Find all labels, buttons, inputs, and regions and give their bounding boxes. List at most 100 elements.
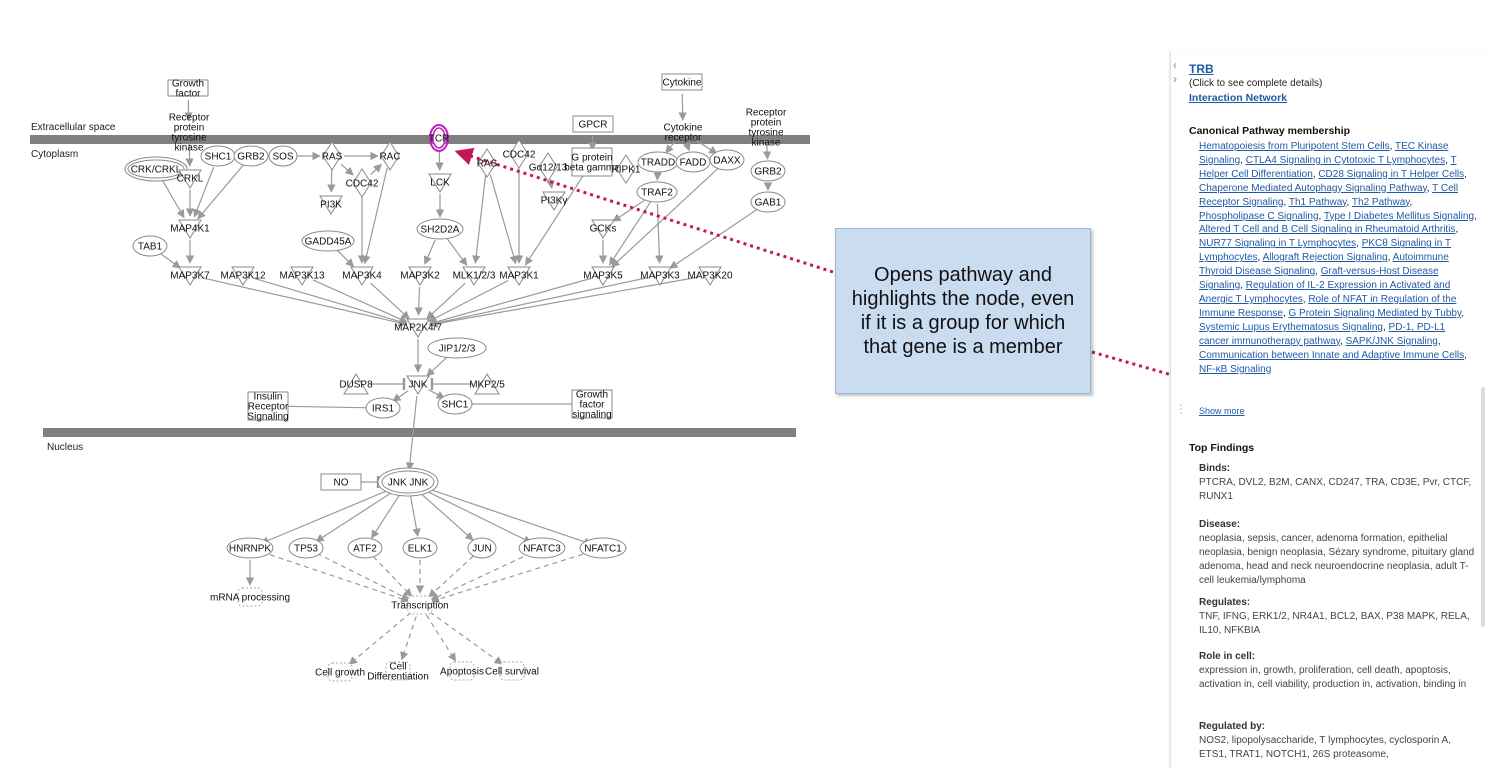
- pathway-link[interactable]: Chaperone Mediated Autophagy Signaling P…: [1199, 182, 1427, 194]
- node-map3k7[interactable]: MAP3K7: [170, 266, 210, 286]
- pathway-link[interactable]: Altered T Cell and B Cell Signaling in R…: [1199, 224, 1456, 236]
- pathway-link[interactable]: CTLA4 Signaling in Cytotoxic T Lymphocyt…: [1245, 154, 1446, 166]
- node-tradd[interactable]: TRADD: [637, 151, 679, 173]
- node-map3k13[interactable]: MAP3K13: [279, 266, 325, 286]
- node-nfatc3[interactable]: NFATC3: [518, 537, 566, 559]
- show-more-link[interactable]: Show more: [1199, 406, 1245, 416]
- node-gadd45a[interactable]: GADD45A: [301, 230, 355, 252]
- node-fadd[interactable]: FADD: [675, 151, 711, 173]
- node-jip123[interactable]: JIP1/2/3: [427, 337, 487, 359]
- node-pi3kg[interactable]: PI3Kγ: [541, 191, 568, 211]
- pathway-link[interactable]: Autoimmune Thyroid Disease Signaling: [1199, 252, 1449, 278]
- pathway-link[interactable]: Allograft Rejection Signaling: [1262, 252, 1388, 264]
- node-shc1b[interactable]: SHC1: [437, 393, 473, 415]
- node-cdc42b[interactable]: CDC42: [503, 139, 536, 169]
- pathway-link[interactable]: Systemic Lupus Erythematosus Signaling: [1199, 321, 1383, 333]
- node-ripk1[interactable]: RIPK1: [612, 154, 641, 184]
- pathway-link[interactable]: Graft-versus-Host Disease Signaling: [1199, 266, 1439, 292]
- node-irs1[interactable]: IRS1: [365, 397, 401, 419]
- node-map3k12[interactable]: MAP3K12: [220, 266, 266, 286]
- node-gab1[interactable]: GAB1: [750, 191, 786, 213]
- pathway-link[interactable]: Type I Diabetes Mellitus Signaling: [1323, 210, 1474, 222]
- node-map3k20[interactable]: MAP3K20: [687, 266, 733, 286]
- node-rac1[interactable]: RAC: [379, 141, 401, 171]
- node-grb2b[interactable]: GRB2: [750, 160, 786, 182]
- node-lck[interactable]: LCK: [428, 173, 452, 193]
- node-jnk[interactable]: JNK: [406, 375, 430, 395]
- node-tcr[interactable]: TCR: [429, 124, 450, 152]
- node-crk_crkl[interactable]: CRK/CRKL: [124, 156, 188, 182]
- node-daxx[interactable]: DAXX: [709, 149, 745, 171]
- node-gpcr[interactable]: GPCR: [572, 115, 614, 133]
- pathway-link[interactable]: PD-1, PD-L1 cancer immunotherapy pathway: [1199, 321, 1446, 347]
- node-apoptosis[interactable]: Apoptosis: [440, 661, 484, 681]
- node-map3k4[interactable]: MAP3K4: [342, 266, 382, 286]
- node-map4k1[interactable]: MAP4K1: [170, 219, 210, 239]
- node-traf2[interactable]: TRAF2: [636, 181, 678, 203]
- drag-handle-icon[interactable]: ⋮: [1175, 402, 1187, 416]
- pathway-link[interactable]: PKCθ Signaling in T Lymphocytes: [1199, 238, 1451, 264]
- node-map3k1[interactable]: MAP3K1: [499, 266, 539, 286]
- node-mlk123[interactable]: MLK1/2/3: [453, 266, 496, 286]
- node-tab1[interactable]: TAB1: [132, 235, 168, 257]
- node-elk1[interactable]: ELK1: [402, 537, 438, 559]
- node-nfatc1[interactable]: NFATC1: [579, 537, 627, 559]
- panel-scrollbar[interactable]: [1481, 387, 1485, 627]
- pathway-link[interactable]: SAPK/JNK Signaling: [1345, 335, 1438, 347]
- node-shc1a[interactable]: SHC1: [200, 145, 236, 167]
- node-cell_survival[interactable]: Cell survival: [485, 661, 539, 681]
- pathway-link[interactable]: Communication between Innate and Adaptiv…: [1199, 349, 1465, 361]
- pathway-link[interactable]: TEC Kinase Signaling: [1199, 141, 1449, 166]
- node-transcription[interactable]: Transcription: [391, 595, 449, 615]
- node-cell_growth[interactable]: Cell growth: [315, 662, 365, 682]
- node-hnrnpk[interactable]: HNRNPK: [226, 537, 274, 559]
- node-no[interactable]: NO: [320, 473, 362, 491]
- node-jun[interactable]: JUN: [467, 537, 497, 559]
- pathway-link[interactable]: CD28 Signaling in T Helper Cells: [1318, 168, 1465, 180]
- node-ras1[interactable]: RAS: [322, 141, 343, 171]
- node-sh2d2a[interactable]: SH2D2A: [416, 218, 464, 240]
- node-grb2[interactable]: GRB2: [233, 145, 269, 167]
- pathway-link[interactable]: G Protein Signaling Mediated by Tubby: [1288, 307, 1462, 319]
- node-mkp25[interactable]: MKP2/5: [469, 373, 505, 395]
- node-cytokine[interactable]: Cytokine: [661, 73, 703, 91]
- node-pi3k[interactable]: PI3K: [319, 195, 343, 215]
- node-map2k47[interactable]: MAP2K4/7: [394, 318, 442, 338]
- node-crkl[interactable]: CRKL: [177, 169, 204, 189]
- pathway-link[interactable]: Th1 Pathway: [1288, 196, 1347, 208]
- pathway-link[interactable]: Th2 Pathway: [1351, 196, 1410, 208]
- pathway-link[interactable]: NUR77 Signaling in T Lymphocytes: [1199, 238, 1357, 250]
- pathway-link[interactable]: Phospholipase C Signaling: [1199, 210, 1319, 222]
- node-sos[interactable]: SOS: [268, 145, 298, 167]
- interaction-network-link[interactable]: Interaction Network: [1189, 92, 1288, 104]
- node-gcks[interactable]: GCKs: [590, 219, 617, 239]
- pathway-link[interactable]: T Helper Cell Differentiation: [1199, 154, 1457, 180]
- pathway-link[interactable]: Role of NFAT in Regulation of the Immune…: [1199, 293, 1457, 319]
- node-cdc42a[interactable]: CDC42: [346, 168, 379, 198]
- pathway-link[interactable]: Regulation of IL-2 Expression in Activat…: [1199, 280, 1451, 305]
- node-dusp8[interactable]: DUSP8: [339, 373, 373, 395]
- node-map3k3[interactable]: MAP3K3: [640, 266, 680, 286]
- node-map3k2[interactable]: MAP3K2: [400, 266, 440, 286]
- pathway-link[interactable]: NF-κB Signaling: [1199, 363, 1272, 375]
- chevron-left-icon[interactable]: ‹: [1173, 58, 1177, 72]
- node-atf2[interactable]: ATF2: [347, 537, 383, 559]
- chevron-right-icon[interactable]: ›: [1173, 72, 1177, 86]
- node-jnk_complex[interactable]: JNK JNK: [377, 467, 439, 497]
- pathway-link[interactable]: T Cell Receptor Signaling: [1199, 182, 1459, 208]
- gene-title-link[interactable]: TRB: [1189, 62, 1214, 76]
- node-ras2[interactable]: RAS: [477, 148, 498, 178]
- node-mrna_processing[interactable]: mRNA processing: [210, 587, 290, 607]
- node-tp53[interactable]: TP53: [288, 537, 324, 559]
- pathway-link[interactable]: Hematopoiesis from Pluripotent Stem Cell…: [1199, 141, 1390, 152]
- node-map3k5[interactable]: MAP3K5: [583, 266, 623, 286]
